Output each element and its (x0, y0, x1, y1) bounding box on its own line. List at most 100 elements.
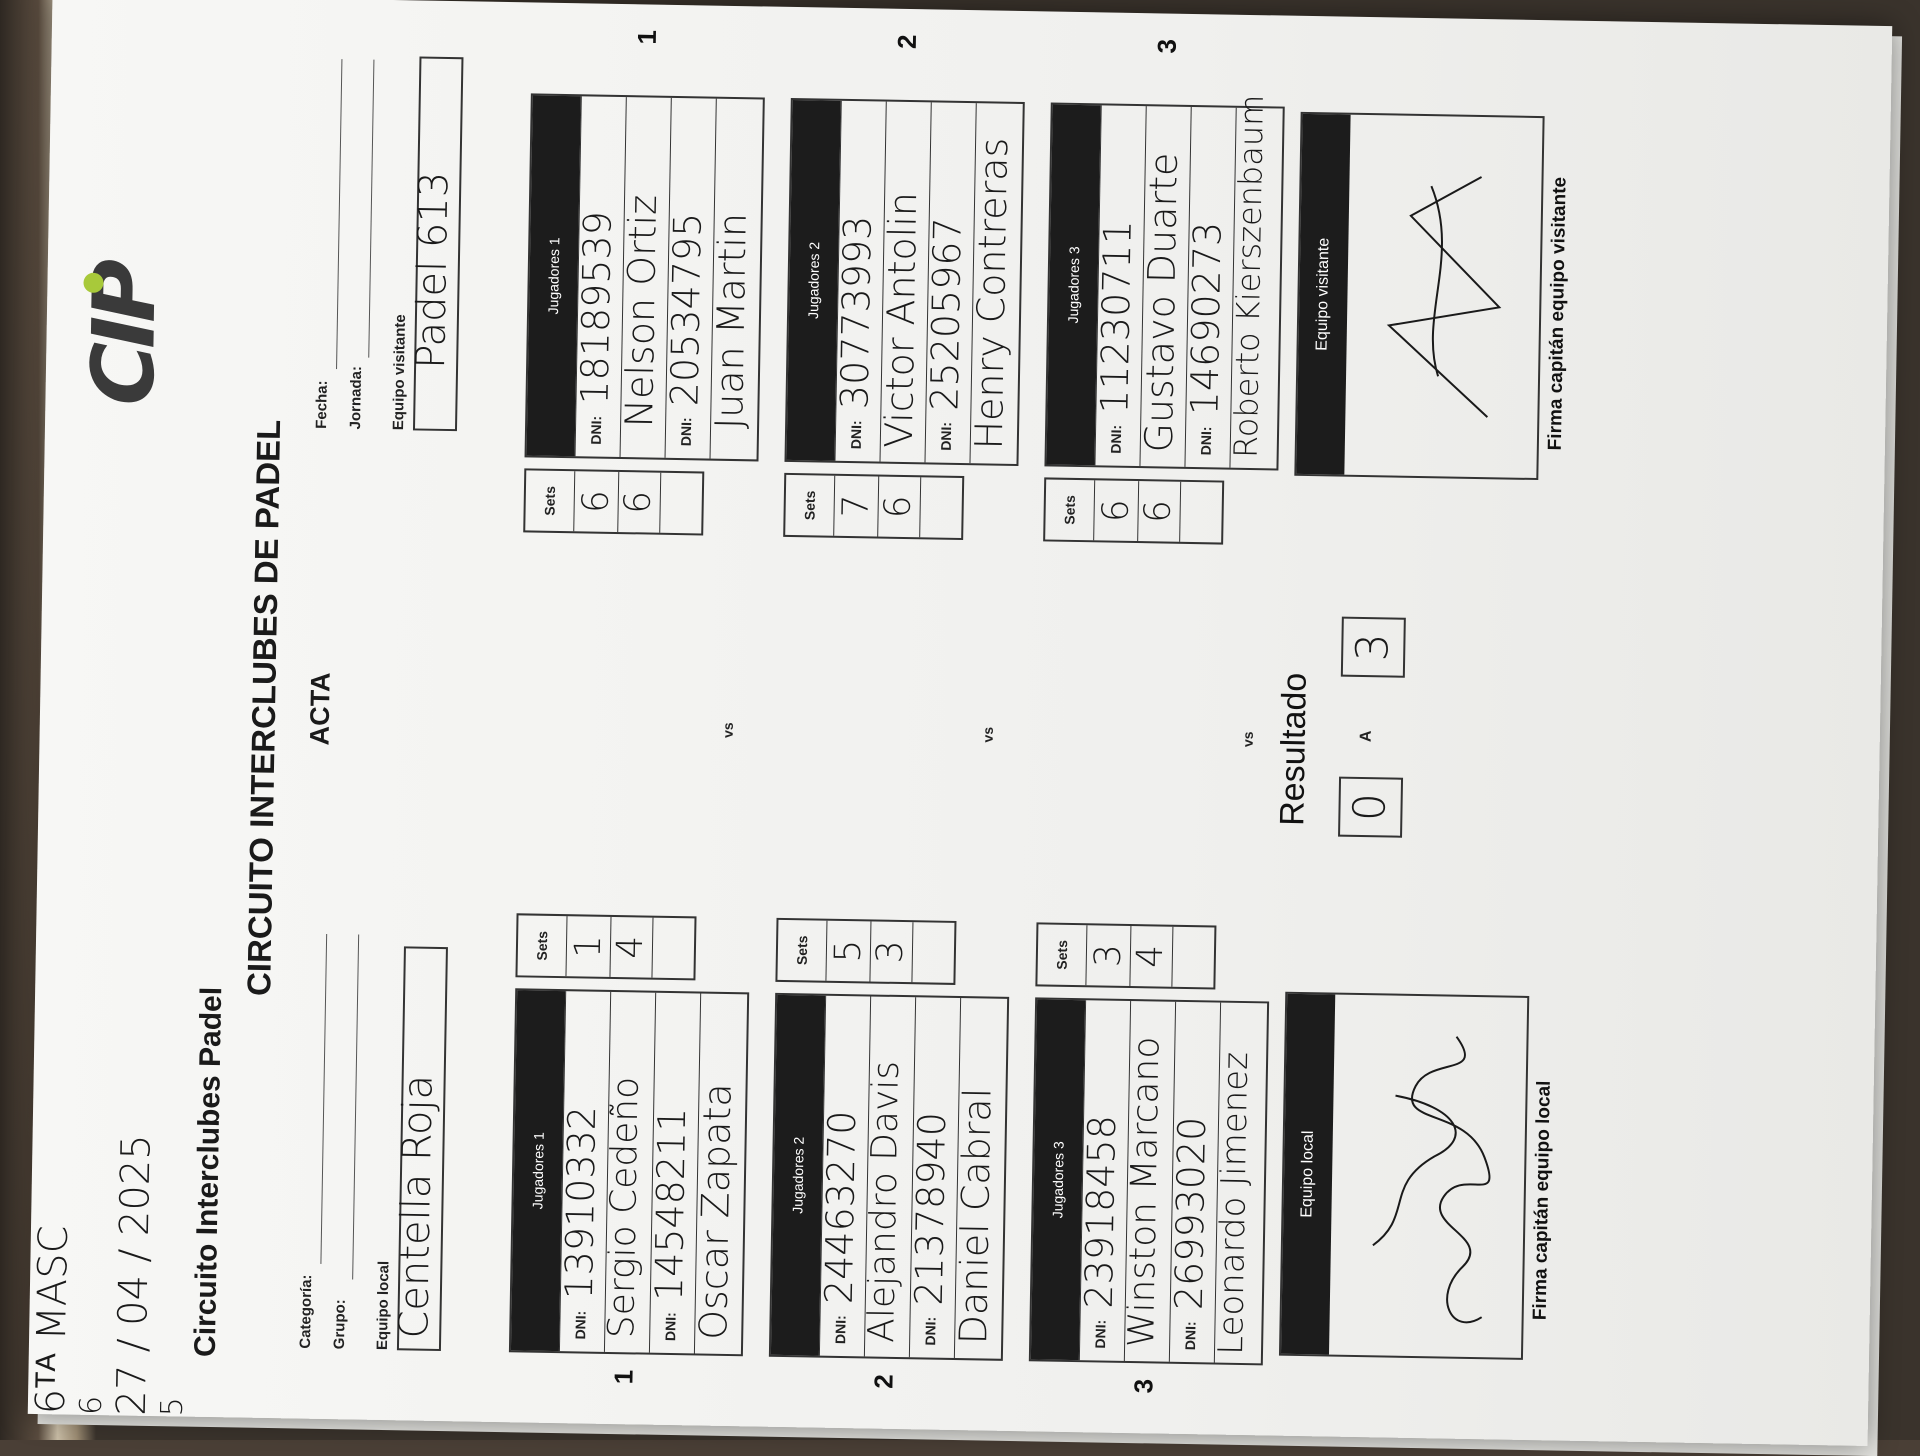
match-3-number-right: 3 (1151, 38, 1182, 54)
match-2-visit-set1: 7 (835, 475, 880, 537)
page-title: CIRCUITO INTERCLUBES DE PADEL (240, 419, 288, 997)
match-1-visit-table: Jugadores 1 DNI:18189539 Nelson Ortiz DN… (524, 93, 765, 462)
match-1-local-set3 (651, 918, 692, 979)
firma-local-header: Equipo local (1280, 993, 1336, 1355)
match-3-visit-set1: 6 (1095, 480, 1140, 542)
match-1-local-dni2: 14548211 (646, 1107, 695, 1302)
match-1-number-right: 1 (631, 29, 662, 45)
match-3-local-table: Jugadores 3 DNI:23918458 Winston Marcano… (1028, 997, 1270, 1366)
match-1-visit-name2: Juan Martin (707, 212, 755, 430)
dni-label: DNI: (1182, 1321, 1199, 1351)
match-1-visit-set1: 6 (575, 471, 620, 533)
match-2-visit-name2: Henry Contreras (966, 137, 1017, 450)
match-1-visit-dni1: 18189539 (572, 210, 620, 405)
match-1-local-set1: 1 (567, 916, 612, 977)
match-2-visit-dni2: 25205967 (922, 216, 970, 412)
match-1-local-set2: 4 (609, 916, 654, 978)
fecha-label: Fecha: (312, 380, 331, 429)
club-title: Circuito Interclubes Padel (188, 986, 229, 1358)
firma-local-caption: Firma capitán equipo local (1529, 1080, 1555, 1321)
match-1-visit-name1: Nelson Ortiz (617, 194, 666, 428)
match-1-local-name1: Sergio Cedeño (601, 1076, 647, 1339)
grupo-label: Grupo: (330, 1299, 349, 1350)
firma-visitante-caption: Firma capitán equipo visitante (1544, 176, 1571, 451)
match-2-vs: vs (979, 726, 996, 743)
match-3-visit-dni2: 14690273 (1182, 221, 1230, 416)
match-3-visit-name2-row: Roberto Kierszenbaum (1227, 94, 1282, 469)
match-2-visit-table: Jugadores 2 DNI:30773993 Victor Antolin … (784, 97, 1025, 466)
match-3-visit-name2: Roberto Kierszenbaum (1226, 94, 1271, 459)
match-2-local-set3 (911, 922, 952, 983)
dni-label: DNI: (832, 1315, 849, 1345)
match-1-local-sets: Sets 1 4 (515, 913, 697, 981)
sets-header: Sets (1037, 924, 1088, 986)
dni-label: DNI: (922, 1316, 939, 1346)
equipo-local-box: Centella Roja (391, 946, 448, 1352)
match-3-local-dni2: 26993020 (1166, 1116, 1215, 1311)
sets-header: Sets (1045, 479, 1096, 541)
sets-header: Sets (517, 915, 568, 977)
equipo-local-label: Equipo local (373, 1260, 393, 1351)
match-1-local-table: Jugadores 1 DNI:13910332 Sergio Cedeño D… (508, 988, 750, 1357)
match-2-local-table: Jugadores 2 DNI:24463270 Alejandro Davis… (768, 992, 1010, 1361)
firma-visitante-box: Equipo visitante (1294, 111, 1545, 481)
match-3-local-name2: Leonardo Jimenez (1210, 1051, 1257, 1356)
signature-visitante-icon (1386, 176, 1502, 418)
match-3-visit-set2: 6 (1137, 481, 1182, 542)
match-3-number: 3 (1128, 1378, 1159, 1394)
match-3-local-set3 (1171, 927, 1212, 988)
match-2-local-set2: 3 (869, 921, 914, 983)
match-2-local-name1: Alejandro Davis (861, 1060, 908, 1344)
match-1-number: 1 (608, 1369, 639, 1385)
dni-label: DNI: (937, 421, 955, 451)
match-2-local-dni2: 21378940 (906, 1111, 955, 1306)
dni-label: DNI: (587, 415, 605, 445)
dni-label: DNI: (847, 420, 865, 450)
equipo-local-value: Centella Roja (391, 1074, 442, 1339)
match-3-visit-dni1: 11230711 (1092, 219, 1140, 415)
match-3-visit-table: Jugadores 3 DNI:11230711 Gustavo Duarte … (1044, 94, 1285, 471)
match-3-visit-sets: Sets 6 6 (1043, 477, 1225, 545)
equipo-visitante-label: Equipo visitante (389, 314, 409, 431)
match-1-visit-sets: Sets 6 6 (523, 468, 705, 536)
dni-label: DNI: (1107, 424, 1125, 454)
match-2-visit-name2-row: Henry Contreras (966, 103, 1022, 464)
dni-label: DNI: (1197, 426, 1215, 456)
sets-header: Sets (785, 474, 836, 536)
sets-header: Sets (777, 919, 828, 981)
match-3-local-set1: 3 (1087, 925, 1132, 987)
match-1-local-name2-row: Oscar Zapata (691, 993, 747, 1355)
match-1-visit-set2: 6 (617, 471, 662, 533)
equipo-visitante-value: Padel 613 (408, 171, 458, 370)
firma-local-box: Equipo local (1278, 991, 1530, 1360)
match-2-local-name2: Daniel Cabral (951, 1087, 1000, 1345)
match-2-local-set1: 5 (827, 920, 872, 982)
result-local-box: 0 (1338, 776, 1404, 838)
result-visit-box: 3 (1340, 616, 1406, 678)
match-1-visit-dni2: 20534795 (662, 212, 710, 407)
match-3-local-name1: Winston Marcano (1121, 1036, 1168, 1348)
result-separator: A (1357, 730, 1375, 743)
match-3-visit-set3 (1179, 482, 1220, 543)
match-2-visit-dni1: 30773993 (832, 215, 880, 410)
paper-sheet-rotated: CIP Circuito Interclubes Padel CIRCUITO … (27, 0, 1903, 1456)
match-3-local-name2-row: Leonardo Jimenez (1210, 1002, 1267, 1364)
match-2-local-dni1: 24463270 (816, 1110, 865, 1305)
jornada-label: Jornada: (346, 365, 366, 430)
match-3-visit-name1: Gustavo Duarte (1136, 152, 1186, 453)
match-1-local-name2: Oscar Zapata (691, 1082, 740, 1341)
match-3-local-sets: Sets 3 4 (1035, 922, 1217, 990)
cip-logo: CIP (73, 264, 185, 406)
signature-local-icon (1372, 1036, 1491, 1324)
equipo-visitante-box: Padel 613 (408, 56, 464, 432)
match-2-local-name2-row: Daniel Cabral (951, 998, 1007, 1359)
match-3-local-set2: 4 (1129, 926, 1174, 987)
match-2-visit-set2: 6 (877, 476, 922, 538)
match-2-visit-sets: Sets 7 6 (783, 472, 965, 541)
match-2-visit-name1: Victor Antolin (876, 191, 926, 449)
match-2-visit-set3 (919, 477, 960, 538)
dni-label: DNI: (1092, 1319, 1109, 1349)
grupo-line (352, 934, 360, 1280)
sets-header: Sets (525, 470, 576, 532)
jornada-line (368, 59, 375, 358)
